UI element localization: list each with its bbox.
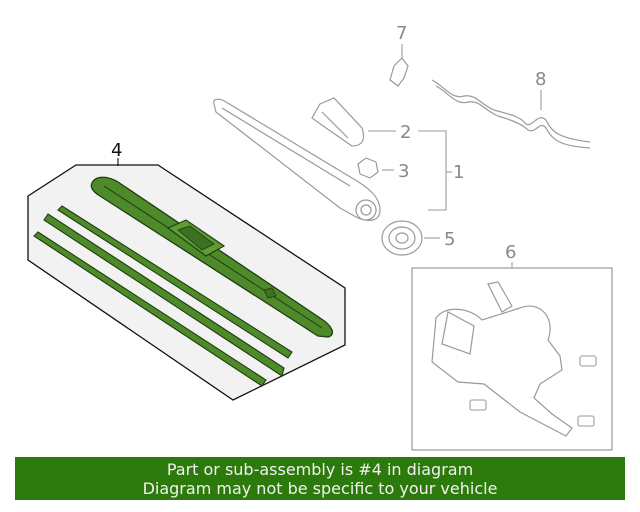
wiper-arm-edge — [221, 107, 351, 187]
callout-3: 3 — [398, 161, 409, 182]
notice-line-1: Part or sub-assembly is #4 in diagram — [166, 460, 474, 479]
callout-5: 5 — [444, 229, 455, 250]
callout-8: 8 — [535, 69, 546, 90]
parts-diagram: 1 2 3 4 5 6 7 8 — [27, 23, 613, 451]
arm-nut[interactable] — [357, 157, 379, 179]
motor-bolts[interactable] — [469, 355, 597, 427]
wiper-arm[interactable] — [213, 98, 381, 221]
callout-2: 2 — [400, 122, 411, 143]
washer-hose[interactable] — [431, 79, 591, 143]
blade-notch — [263, 287, 277, 299]
notice-line-2: Diagram may not be specific to your vehi… — [142, 479, 498, 498]
part-4-blade-group[interactable] — [27, 164, 346, 401]
arm-cap[interactable] — [311, 97, 365, 147]
grommet-center — [395, 232, 409, 244]
wiper-arm-body — [213, 98, 381, 221]
callout-6: 6 — [505, 242, 516, 263]
refill-strip-lower — [33, 231, 267, 387]
part-4-panel — [27, 164, 346, 401]
refill-strip-upper — [57, 205, 293, 359]
wiper-arm-pivot-inner — [360, 204, 372, 216]
wiper-motor[interactable] — [431, 281, 573, 437]
callout-7: 7 — [396, 23, 407, 44]
refill-strip-middle — [43, 213, 285, 377]
callout-1: 1 — [453, 162, 464, 183]
callout-4: 4 — [111, 140, 122, 161]
arm-cap-body — [311, 97, 365, 147]
bolt-icon — [577, 415, 595, 427]
wiper-motor-shaft — [487, 281, 513, 313]
notice-banner: Part or sub-assembly is #4 in diagram Di… — [15, 457, 625, 500]
bolt-icon — [469, 399, 487, 411]
arm-cap-inner — [321, 111, 349, 139]
washer-hose-edge — [435, 85, 591, 149]
bolt-icon — [579, 355, 597, 367]
blade-clip-slot — [177, 225, 215, 251]
wiper-motor-housing — [441, 311, 475, 355]
washer-nozzle[interactable] — [389, 57, 409, 87]
leader-lines — [117, 44, 542, 268]
wiper-blade-spine — [103, 185, 323, 329]
grommet[interactable] — [381, 220, 423, 256]
